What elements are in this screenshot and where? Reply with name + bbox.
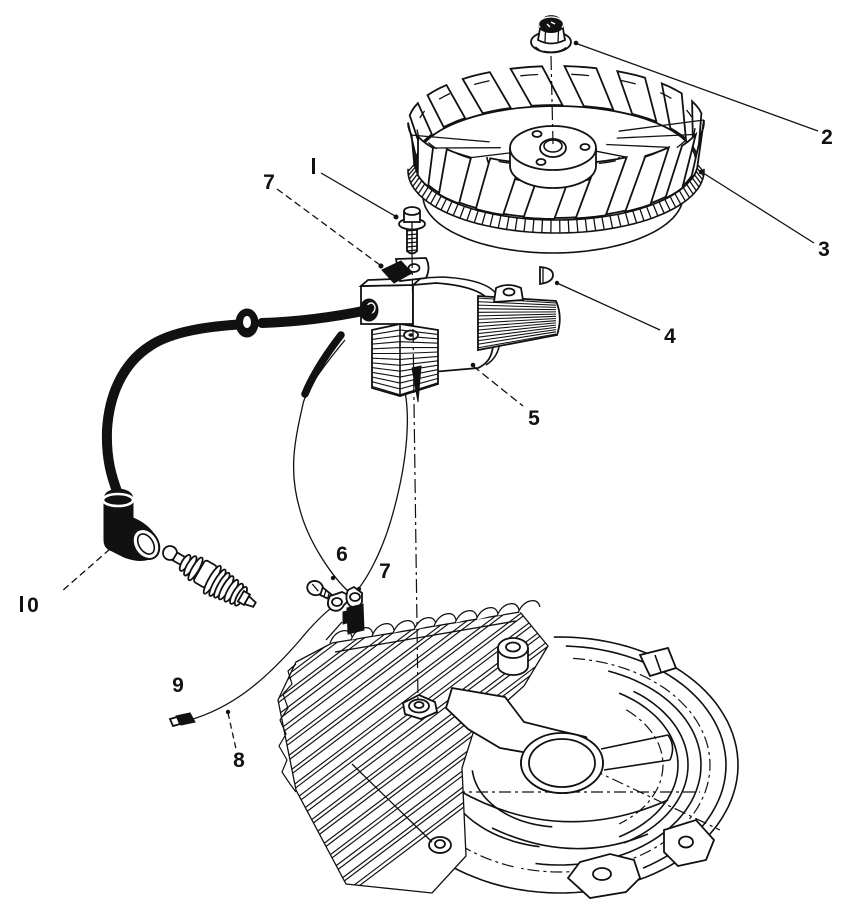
svg-text:5: 5 — [528, 407, 540, 430]
svg-text:4: 4 — [664, 325, 676, 348]
svg-text:9: 9 — [172, 674, 184, 697]
svg-text:7: 7 — [379, 560, 391, 583]
svg-text:2: 2 — [821, 126, 833, 149]
svg-text:8: 8 — [233, 749, 245, 772]
svg-text:7: 7 — [263, 171, 275, 194]
svg-text:0: 0 — [27, 594, 39, 617]
svg-text:3: 3 — [818, 238, 830, 261]
svg-text:6: 6 — [336, 543, 348, 566]
